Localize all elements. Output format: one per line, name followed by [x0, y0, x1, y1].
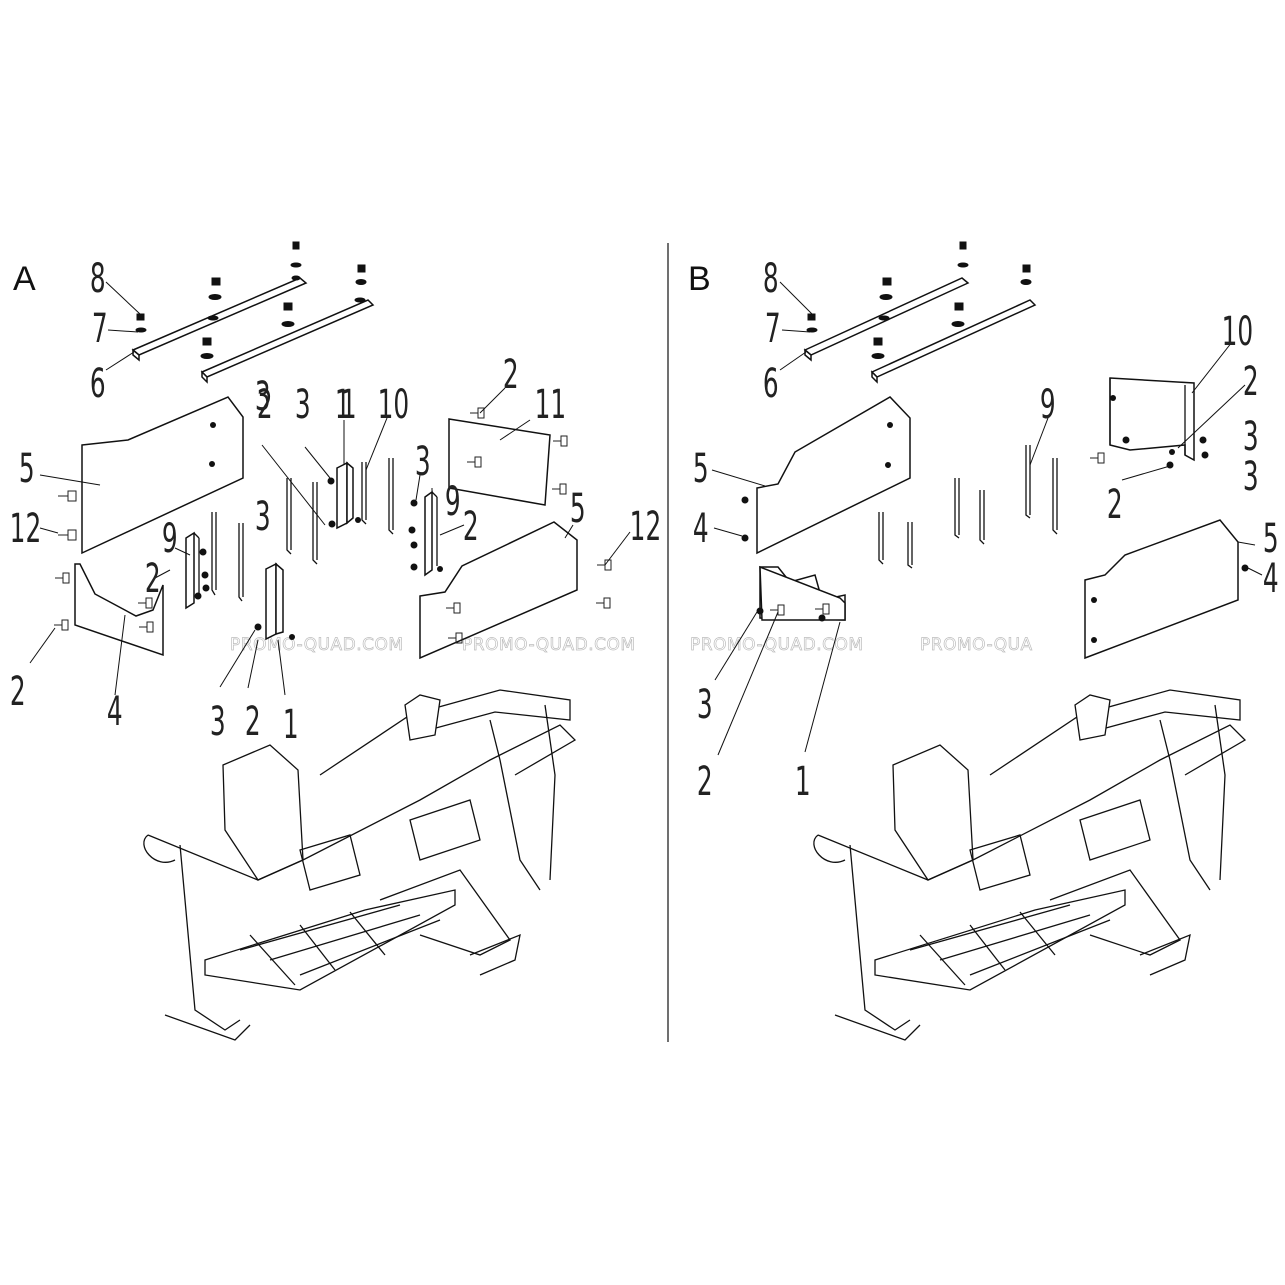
watermark-b-2: PROMO-QUA — [920, 635, 1033, 655]
callout-a-12-right: 12 — [630, 503, 662, 550]
callout-b-4: 4 — [693, 505, 709, 552]
callout-a-12: 12 — [10, 505, 42, 552]
support-rods-a — [211, 458, 394, 602]
callout-a-5: 5 — [19, 445, 35, 492]
callout-a-4: 4 — [107, 688, 123, 735]
support-rods-b — [878, 445, 1058, 569]
bolt-stack-hardware — [135, 241, 367, 359]
side-panel-left-part-5 — [81, 396, 244, 555]
panel-a-label: A — [13, 260, 36, 298]
rear-panel-part-11 — [448, 418, 551, 506]
watermark-a-1: PROMO-QUAD.COM — [230, 635, 404, 655]
callouts-a: 8 7 6 5 12 9 2 4 2 3 2 1 3 1 10 3 2 9 3 … — [10, 255, 662, 748]
callout-a-8: 8 — [90, 255, 106, 302]
bracket-part-1-lower — [254, 562, 295, 641]
bracket-part-1-upper — [327, 461, 361, 530]
callout-b-2-mid: 2 — [1107, 481, 1123, 528]
crossbar-part-6-b — [803, 277, 1037, 384]
callout-a-3-bottom: 3 — [210, 698, 226, 745]
callout-b-6: 6 — [763, 360, 779, 407]
bolt-part-12-left — [58, 490, 77, 541]
callout-b-8: 8 — [763, 255, 779, 302]
panel-b: B PROMO-QUAD.COM PROMO-QUA — [688, 241, 1279, 1041]
callout-a-6: 6 — [90, 360, 106, 407]
callout-a-3-left: 3 — [255, 493, 271, 540]
callout-b-7: 7 — [765, 305, 781, 352]
side-panel-right-part-5-b — [1084, 519, 1239, 660]
side-panel-left-part-5-b — [756, 396, 911, 555]
callouts-b: 8 7 6 5 4 9 10 2 3 3 2 5 4 3 2 1 — [693, 255, 1279, 805]
crossbar-part-6 — [131, 277, 375, 384]
callout-b-2-upper: 2 — [1243, 358, 1259, 405]
bolt-stack-hardware-b — [806, 241, 1032, 359]
callout-b-4-right: 4 — [1263, 555, 1279, 602]
callout-b-3-lower: 3 — [1243, 453, 1259, 500]
callout-b-5-right: 5 — [1263, 515, 1279, 562]
callout-b-9: 9 — [1040, 381, 1056, 428]
callout-a-7: 7 — [92, 305, 108, 352]
callout-a-1-bottom: 1 — [283, 701, 299, 748]
callout-a-9-right: 9 — [445, 478, 461, 525]
callout-a-3-top: 3 — [295, 381, 311, 428]
panel-a: A PROMO-QUAD.COM PROMO-QUAD.COM — [10, 241, 662, 1041]
callout-leaders-a — [29, 281, 631, 696]
callout-a-3-right: 3 — [415, 438, 431, 485]
callout-a-2-center: 2 — [257, 381, 273, 428]
callout-a-5-right: 5 — [570, 485, 586, 532]
callout-b-10: 10 — [1222, 308, 1254, 355]
callout-b-3-bottom: 3 — [697, 681, 713, 728]
callout-a-2-lower: 2 — [10, 668, 26, 715]
watermark-a-2: PROMO-QUAD.COM — [462, 635, 636, 655]
callout-b-2-bottom: 2 — [697, 758, 713, 805]
callout-a-11: 11 — [535, 381, 567, 428]
callout-a-2-bottom: 2 — [245, 698, 261, 745]
callout-leaders-b — [711, 281, 1263, 756]
watermark-b-1: PROMO-QUAD.COM — [690, 635, 864, 655]
callout-b-1-bottom: 1 — [795, 758, 811, 805]
callout-a-2-top: 2 — [503, 351, 519, 398]
panel-b-label: B — [688, 260, 711, 298]
callout-a-9: 9 — [162, 515, 178, 562]
chassis-frame-b — [813, 689, 1247, 1041]
bracket-part-9-right — [408, 490, 443, 577]
callout-a-1-top: 1 — [341, 381, 357, 428]
chassis-frame-a — [143, 689, 577, 1041]
callout-a-1-center: 1 — [335, 381, 351, 428]
callout-a-2-right: 2 — [463, 503, 479, 550]
callout-a-10: 10 — [378, 381, 410, 428]
bracket-part-9-left — [185, 531, 210, 610]
callout-a-2-upper: 2 — [145, 555, 161, 602]
lower-panel-part-4 — [74, 563, 164, 657]
callout-a-3-center: 3 — [255, 373, 271, 420]
side-panel-right-part-5 — [419, 521, 578, 660]
bracket-part-10 — [1090, 377, 1209, 469]
callout-b-5: 5 — [693, 445, 709, 492]
callout-b-3-upper: 3 — [1243, 413, 1259, 460]
